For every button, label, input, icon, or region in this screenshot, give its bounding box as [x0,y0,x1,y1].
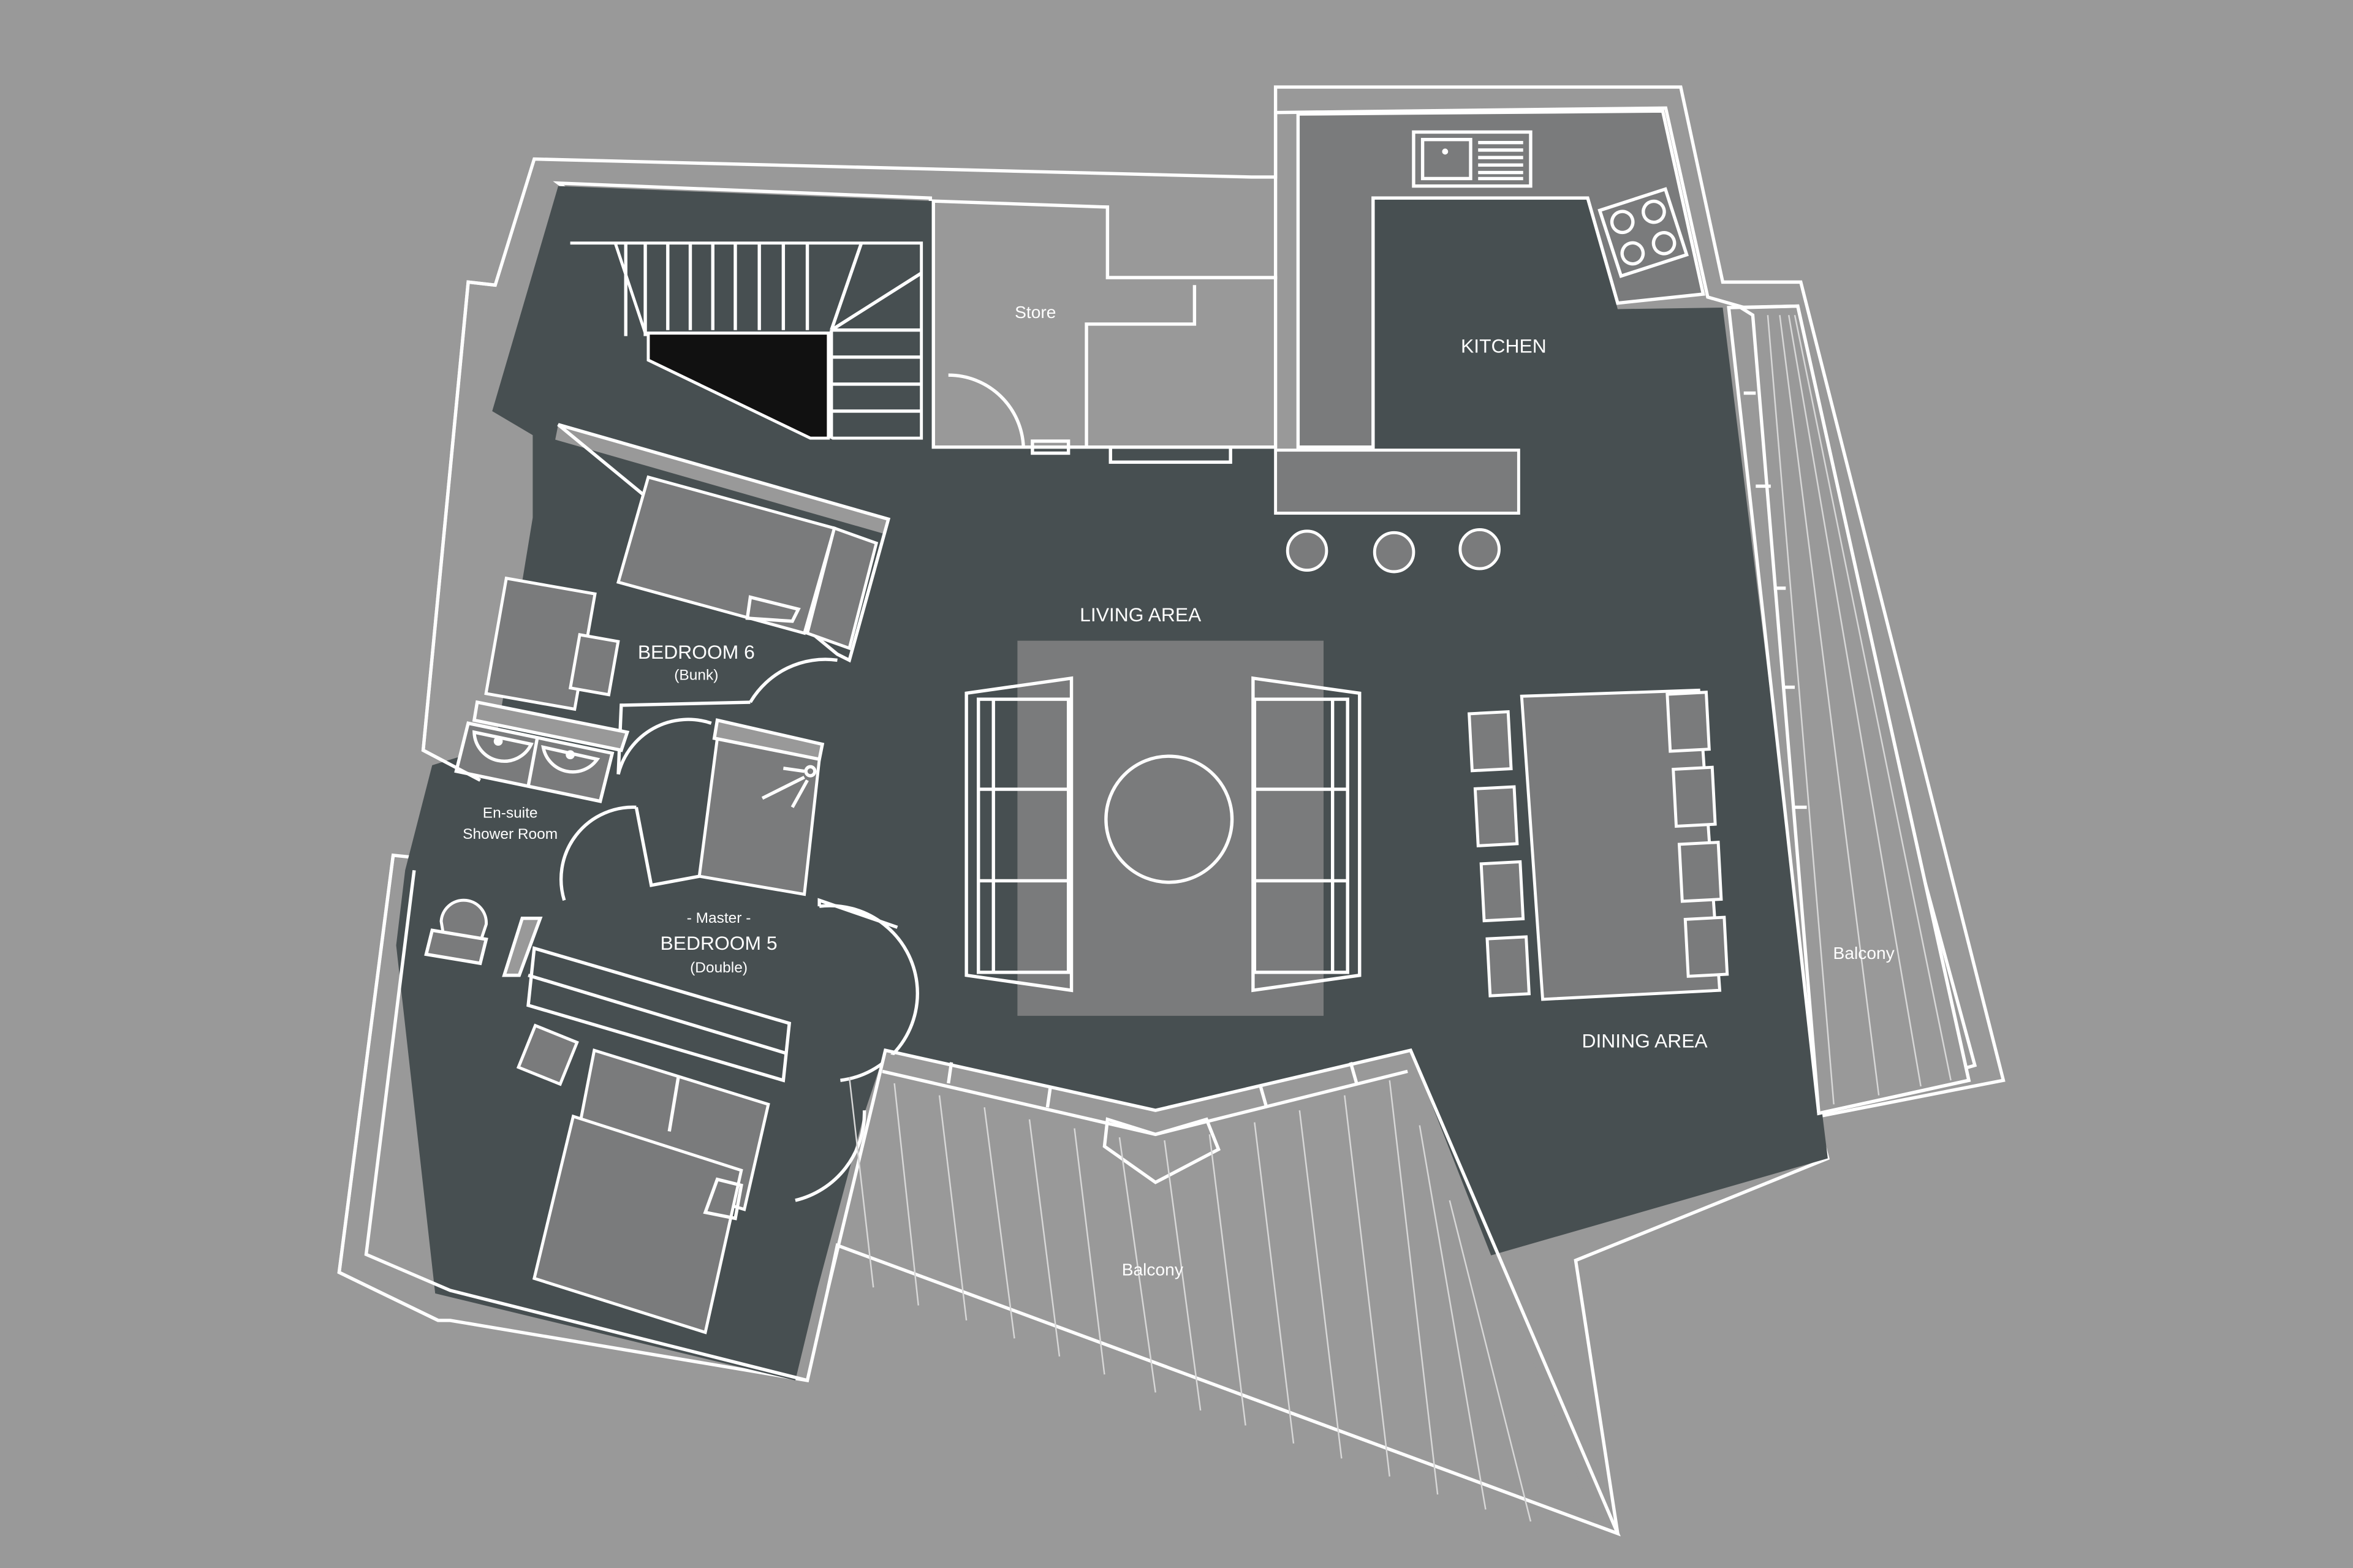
sofa-right [1251,676,1362,993]
store-label: Store [1015,303,1056,322]
kitchen-label: KITCHEN [1461,335,1547,357]
ensuite-label-line2: Shower Room [463,826,558,843]
bedroom-5-label: BEDROOM 5 [661,932,778,954]
ensuite-label-line1: En-suite [483,805,538,822]
dining-area: DINING AREA [1468,688,1729,1051]
coffee-table [1104,754,1234,884]
bedroom-5: - Master - BEDROOM 5 (Double) [502,898,920,1335]
bedroom-5-prefix: - Master - [687,910,751,926]
dining-area-label: DINING AREA [1582,1029,1708,1051]
shower-tray [697,736,821,896]
west-walls [337,280,808,1382]
balcony-south-label: Balcony [1122,1260,1184,1279]
bedroom-6: BEDROOM 6 (Bunk) [484,423,891,775]
staircase [570,241,923,440]
balcony-east: Balcony [1727,304,1971,1116]
bedroom-6-label: BEDROOM 6 [638,641,755,663]
hob-icon [1597,187,1689,278]
dining-chairs [1468,691,1729,998]
balcony-east-label: Balcony [1833,944,1895,963]
living-area: LIVING AREA [964,604,1362,1016]
kitchen: KITCHEN [1274,109,1705,574]
balcony-south: Balcony [827,1048,1621,1537]
shower-head-icon [761,765,817,808]
toilet-icon [439,898,488,944]
stair-void [646,331,830,440]
living-area-label: LIVING AREA [1080,604,1202,626]
bedroom-5-sublabel: (Double) [690,960,748,976]
sink-icon [1412,130,1533,188]
bedroom-6-sublabel: (Bunk) [674,667,718,683]
bar-stools [1286,528,1501,574]
ensuite: En-suite Shower Room [424,700,825,966]
sofa-left [964,676,1074,993]
store-room: Store [931,199,1278,464]
